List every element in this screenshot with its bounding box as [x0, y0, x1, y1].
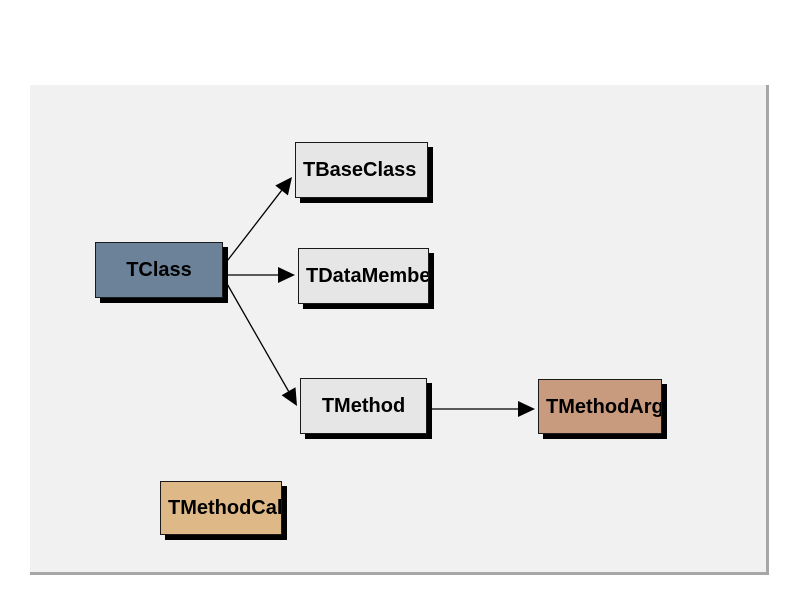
edge-line: [225, 281, 290, 392]
node-tdatamember[interactable]: TDataMember: [298, 248, 429, 304]
edge-line: [223, 190, 283, 266]
edge-tclass-to-tmethod: [225, 281, 297, 406]
connector-layer: [223, 177, 535, 417]
edge-tclass-to-tbaseclass: [223, 177, 292, 266]
arrowhead-icon: [518, 401, 535, 417]
edge-tclass-to-tdatamember: [224, 267, 295, 283]
node-tmethodcall[interactable]: TMethodCall: [160, 481, 282, 535]
node-tmethod[interactable]: TMethod: [300, 378, 427, 434]
arrowhead-icon: [278, 267, 295, 283]
edge-tmethod-to-tmethodarg: [429, 401, 535, 417]
node-label-tclass: TClass: [126, 259, 192, 281]
arrowhead-icon: [275, 177, 292, 196]
arrowhead-icon: [281, 387, 297, 406]
node-label-tbaseclass: TBaseClass: [303, 159, 417, 181]
node-label-tdatamember: TDataMember: [306, 265, 429, 287]
node-tbaseclass[interactable]: TBaseClass: [295, 142, 428, 198]
node-tmethodarg[interactable]: TMethodArg: [538, 379, 662, 434]
node-tclass[interactable]: TClass: [95, 242, 223, 298]
node-label-tmethodarg: TMethodArg: [546, 395, 662, 418]
node-label-tmethodcall: TMethodCall: [168, 497, 282, 519]
node-label-tmethod: TMethod: [321, 395, 406, 417]
